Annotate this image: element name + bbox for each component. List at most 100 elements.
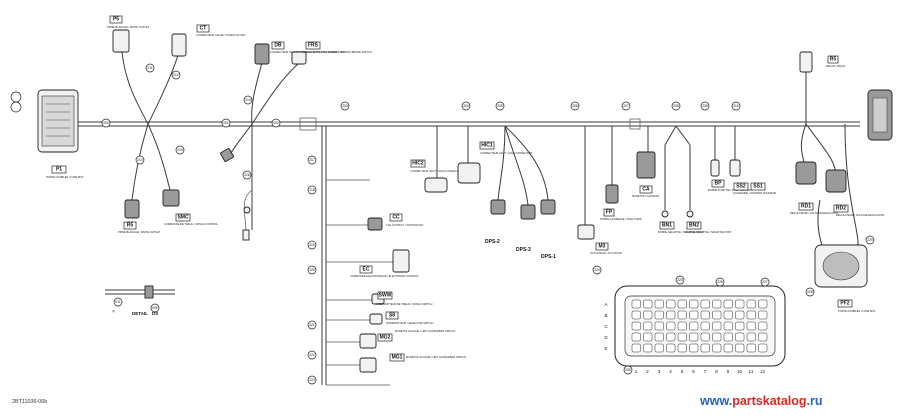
fuse-slot	[631, 343, 641, 353]
connector-cc: CC CLE CONTACT / IGNITION KEY	[367, 213, 424, 231]
tag-ss1: SS1	[753, 184, 763, 190]
ref-bubble-label: 214	[137, 158, 143, 162]
fuse-slot	[677, 343, 687, 353]
connector-dps-1: DPS-1	[540, 199, 556, 260]
fuse-slot	[643, 321, 653, 331]
desc-m3: ACTUATEUR / ACTUATOR	[590, 251, 622, 255]
ref-bubble-label: 224	[594, 268, 600, 272]
fuse-slot	[677, 332, 687, 342]
watermark-suffix: .ru	[807, 394, 823, 408]
fuse-pin-label: 12	[760, 369, 766, 374]
connector-sww: SWW INTERRUPTEUR DE TREUIL / WINCH SWITC…	[371, 291, 432, 306]
connector-hic1: HIC1 CONNECTEUR HAUT / HIGH CONNECTOR	[457, 141, 532, 184]
connector-hic2: HIC2 CONNECTEUR HAUT / HIGH CONNECTOR	[410, 159, 462, 193]
fuse-row-label: E	[604, 346, 607, 351]
fuse-slot	[654, 299, 664, 309]
ref-bubble	[715, 277, 725, 287]
fuse-pin-label: 6	[692, 369, 695, 374]
fuse-slot	[631, 321, 641, 331]
fuse-slot	[746, 343, 756, 353]
connector-db: DB CONNECTEUR DE CONNECTEUR TEMPLATE / C…	[254, 41, 345, 65]
tag-dps-2: DPS-2	[485, 239, 500, 245]
fuse-slot	[631, 310, 641, 320]
ref-bubble-label: 202	[273, 121, 279, 125]
ref-bubble-label: 215	[177, 148, 183, 152]
fuse-slot	[654, 321, 664, 331]
tag-rd2: RD2	[836, 206, 846, 212]
connector-m3: M3 ACTUATEUR / ACTUATOR	[577, 224, 622, 255]
fuse-slot	[735, 299, 745, 309]
ref-bubble-label: 229	[867, 238, 873, 242]
fuse-row-label: C	[604, 324, 608, 329]
desc-ss: SOLENOIDE / STARTER SOLENOID	[733, 191, 776, 195]
ref-bubble-label: 213	[245, 98, 251, 102]
ref-bubble	[145, 63, 155, 73]
tag-ss2: SS2	[736, 184, 746, 190]
desc-s8: INTERRUPTEUR / SELECTOR SWITCH	[386, 321, 433, 325]
middle-branch-wires	[436, 125, 613, 225]
connector-rd1: RD1 REGULATEUR / VOLTAGE REGULATOR	[790, 161, 838, 215]
tag-pf2: PF2	[840, 301, 849, 307]
connector-bn2: BN2 BORNE NEGATIVE / NEGATIVE POST	[686, 210, 732, 234]
fuse-grid	[631, 299, 768, 353]
detail-label: DETAIL	[132, 311, 148, 316]
tag-ca: CA	[642, 187, 650, 193]
fuse-slot	[700, 299, 710, 309]
branch-db-frs-wires	[227, 61, 301, 231]
fuse-row-label: B	[604, 313, 607, 318]
fuse-slot	[666, 321, 676, 331]
tag-mg2: MG2	[380, 335, 391, 341]
watermark-brand: partskatalog	[732, 394, 806, 408]
fuse-slot	[654, 343, 664, 353]
fuse-slot	[677, 299, 687, 309]
ref-bubble-label: 225	[677, 278, 683, 282]
desc-bp: BORNE POSITIVE / POSITIVE POST	[708, 188, 752, 192]
ref-bubble-label: 206	[572, 104, 578, 108]
fuse-slot	[746, 310, 756, 320]
tag-mg1: MG1	[392, 355, 403, 361]
fuse-slot	[746, 321, 756, 331]
ref-bubble	[307, 155, 317, 165]
ref-bubble	[700, 101, 710, 111]
fuse-pin-label: 2	[646, 369, 649, 374]
tag-frs: FRS	[308, 43, 319, 49]
ref-bubble-label: 226	[717, 280, 723, 284]
desc-bn2: BORNE NEGATIVE / NEGATIVE POST	[686, 230, 732, 234]
ref-bubble-label: 201	[223, 121, 229, 125]
fuse-slot	[735, 321, 745, 331]
fuse-slot	[666, 310, 676, 320]
watermark-prefix: www.	[699, 394, 732, 408]
ref-bubble-label: 218	[309, 188, 315, 192]
desc-r5-left: PRISE BLANCHE / WHITE OUTLET	[118, 230, 161, 234]
fuse-pin-label: 1	[635, 369, 638, 374]
tag-bn2: BN2	[689, 223, 699, 229]
right-middle-wires	[647, 125, 736, 210]
ref-bubble-label: 227	[762, 280, 768, 284]
desc-ca: MANETTE / CAPTEUR	[632, 194, 659, 198]
ref-bubble-label: 200	[103, 121, 109, 125]
ref-bubble	[865, 235, 875, 245]
main-harness-trunk	[78, 117, 860, 131]
fuse-slot	[631, 332, 641, 342]
desc-ct: CONNECTEUR TACHE / TUNED OUTLET	[196, 33, 246, 37]
ref-bubble	[621, 101, 631, 111]
tag-ec: EC	[363, 267, 370, 273]
tag-dps-1: DPS-1	[541, 254, 556, 260]
connector-dps-2: DPS-2	[485, 199, 506, 245]
tag-smc: SMC	[177, 215, 189, 221]
desc-p1: PORTE FUSIBLES / FUSE BOX	[46, 175, 84, 179]
fuse-slot	[746, 299, 756, 309]
ref-bubble-label: 222	[309, 353, 315, 357]
fuse-box-pf2: PF2 PORTE FUSIBLES / FUSE BOX	[814, 244, 876, 313]
desc-hic1: CONNECTEUR HAUT / HIGH CONNECTOR	[480, 151, 532, 155]
fuse-slot	[758, 332, 768, 342]
tag-r5-left: R5	[127, 223, 134, 229]
connector-frs: FRS FREIN DE STATIONNEMENT / PARKING BRA…	[291, 41, 372, 65]
ref-bubble-label: 228	[807, 290, 813, 294]
vertical-branch-wires	[321, 126, 395, 386]
desc-ec: COMMANDE ELECTRONIQUE / ELECTRONIC CONTR…	[350, 274, 419, 278]
fuse-row-label: A	[604, 302, 607, 307]
ref-bubble	[592, 265, 602, 275]
